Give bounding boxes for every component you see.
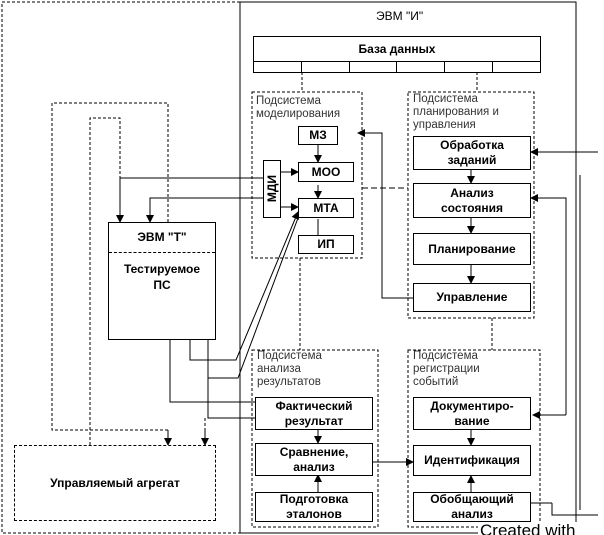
tasks-box: Обработка заданий — [413, 136, 531, 170]
mz-box: МЗ — [298, 126, 338, 145]
ip-label: ИП — [317, 237, 335, 251]
ident-label: Идентификация — [424, 453, 520, 467]
moo-box: МОО — [298, 162, 354, 182]
ip-box: ИП — [298, 235, 354, 254]
evm-i-frame — [239, 1, 577, 534]
mz-label: МЗ — [309, 128, 327, 142]
planning-box: Планирование — [413, 233, 531, 265]
actual-result-label: Фактический результат — [275, 398, 353, 428]
modeling-frame — [251, 91, 363, 259]
watermark-text: Created with — [478, 522, 578, 535]
events-title: Подсистема регистрации событий — [413, 350, 480, 388]
mdi-box: МДИ — [263, 160, 281, 218]
control-box: Управление — [413, 283, 531, 312]
state-label: Анализ состояния — [440, 185, 504, 215]
events-frame — [407, 349, 541, 528]
compare-label: Сравнение, анализ — [279, 444, 349, 474]
outer-frame — [1, 1, 240, 534]
summary-box: Обобщающий анализ — [413, 492, 531, 522]
state-box: Анализ состояния — [413, 183, 531, 218]
modeling-title: Подсистема моделирования — [256, 95, 341, 120]
ident-box: Идентификация — [413, 445, 531, 476]
actual-result-box: Фактический результат — [255, 397, 373, 430]
prep-label: Подготовка эталонов — [279, 492, 349, 521]
aggregate-label: Управляемый агрегат — [50, 475, 180, 490]
doc-box: Документиро- вание — [413, 397, 531, 430]
evm-i-title: ЭВМ "И" — [376, 9, 424, 23]
moo-label: МОО — [311, 164, 341, 179]
database-box: База данных — [253, 36, 541, 62]
aggregate-box: Управляемый агрегат — [14, 445, 216, 521]
tested-software-label: Тестируемое ПС — [123, 262, 201, 292]
summary-label: Обобщающий анализ — [430, 492, 514, 521]
evm-t-box: ЭВМ "Т" Тестируемое ПС — [108, 222, 216, 340]
database-segments — [253, 61, 541, 73]
compare-box: Сравнение, анализ — [255, 443, 373, 476]
planning-title: Подсистема планирования и управления — [413, 93, 499, 131]
planning-label: Планирование — [428, 241, 516, 256]
doc-label: Документиро- вание — [430, 398, 514, 428]
mta-box: МТА — [298, 198, 354, 218]
prep-box: Подготовка эталонов — [255, 492, 373, 522]
tasks-label: Обработка заданий — [440, 138, 504, 167]
database-label: База данных — [358, 41, 436, 56]
control-label: Управление — [436, 290, 508, 304]
mta-label: МТА — [313, 200, 339, 215]
planning-frame — [407, 91, 535, 319]
results-frame — [251, 349, 379, 528]
results-title: Подсистема анализа результатов — [257, 350, 322, 388]
mdi-label: МДИ — [264, 175, 279, 203]
evm-t-title: ЭВМ "Т" — [137, 230, 187, 244]
